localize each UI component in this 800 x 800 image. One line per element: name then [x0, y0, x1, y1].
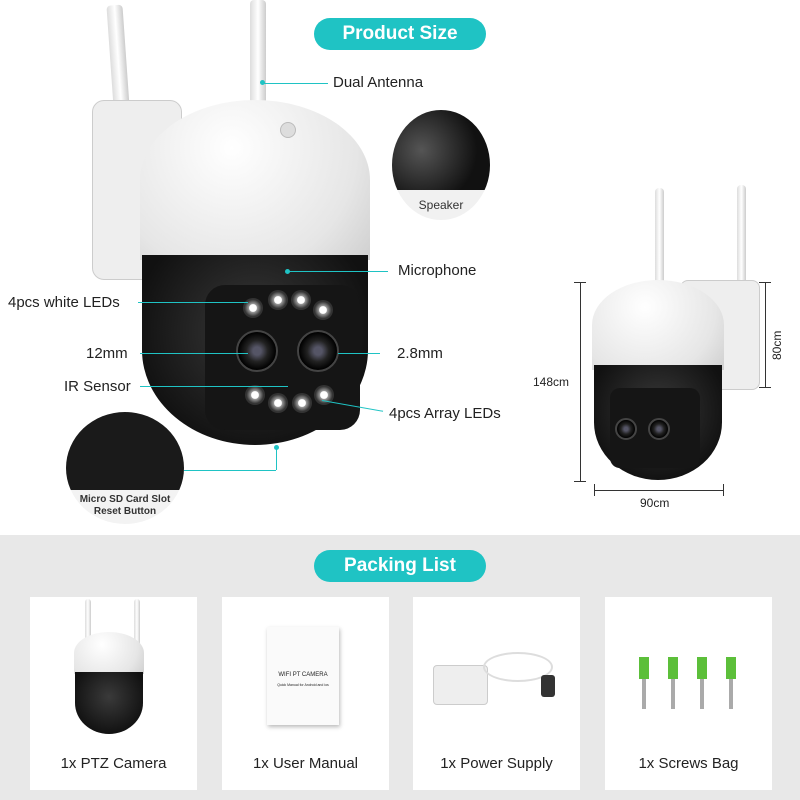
pack-item-screws: 1x Screws Bag — [605, 597, 772, 790]
manual-title: WIFI PT CAMERA — [278, 672, 328, 678]
packing-list-title: Packing List — [314, 550, 486, 582]
label-sd-slot: Micro SD Card Slot — [79, 494, 171, 505]
label-dual-antenna: Dual Antenna — [333, 74, 424, 91]
label-12mm: 12mm — [86, 345, 128, 362]
dimension-dome-height: 80cm — [770, 330, 784, 360]
pack-item-power: 1x Power Supply — [413, 597, 580, 790]
manual-subtitle: Quick Manual for Android and ios — [277, 683, 329, 687]
dimension-width: 90cm — [640, 496, 670, 510]
label-reset-button: Reset Button — [93, 506, 157, 517]
antenna-right — [250, 0, 266, 130]
label-microphone: Microphone — [398, 262, 477, 279]
sd-slot-inset: Micro SD Card Slot Reset Button — [66, 412, 184, 524]
power-adapter-icon — [433, 665, 488, 705]
pack-item-camera: 1x PTZ Camera — [30, 597, 197, 790]
product-size-title: Product Size — [314, 18, 486, 50]
lens-28mm — [297, 330, 339, 372]
dome-sensor — [280, 122, 296, 138]
power-plug-icon — [541, 675, 555, 697]
label-white-leds: 4pcs white LEDs — [8, 294, 120, 311]
label-ir-sensor: IR Sensor — [64, 378, 131, 395]
pack-label-camera: 1x PTZ Camera — [60, 755, 167, 772]
speaker-inset: Speaker — [392, 110, 490, 220]
dimension-height: 148cm — [533, 375, 570, 389]
pack-label-manual: 1x User Manual — [252, 755, 359, 772]
pack-label-power: 1x Power Supply — [440, 755, 553, 772]
lens-12mm — [236, 330, 278, 372]
speaker-grille-icon — [392, 110, 490, 190]
sd-slot-icon — [66, 412, 184, 490]
pack-label-screws: 1x Screws Bag — [638, 755, 739, 772]
label-array-leds: 4pcs Array LEDs — [389, 405, 501, 422]
label-2-8mm: 2.8mm — [397, 345, 443, 362]
manual-icon: WIFI PT CAMERA Quick Manual for Android … — [267, 627, 339, 725]
power-cable-icon — [483, 652, 553, 682]
camera-dome — [140, 100, 370, 260]
label-speaker: Speaker — [418, 198, 464, 212]
pack-item-manual: WIFI PT CAMERA Quick Manual for Android … — [222, 597, 389, 790]
